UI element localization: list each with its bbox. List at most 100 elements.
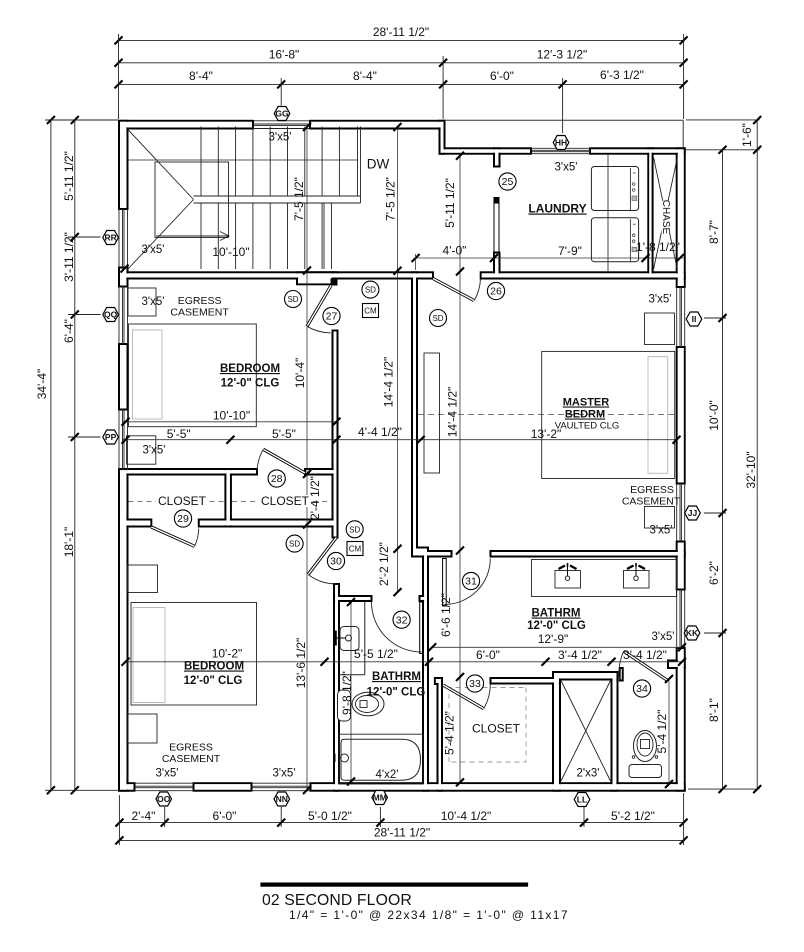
svg-text:32'-10": 32'-10" <box>744 451 758 488</box>
svg-text:BEDROOM: BEDROOM <box>220 363 280 375</box>
svg-text:CLOSET: CLOSET <box>472 722 521 736</box>
svg-text:6'-0": 6'-0" <box>490 69 514 83</box>
svg-text:28'-11 1/2": 28'-11 1/2" <box>374 826 430 840</box>
svg-text:12'-0" CLG: 12'-0" CLG <box>221 378 280 390</box>
svg-text:18'-1": 18'-1" <box>62 527 76 558</box>
svg-text:10'-10": 10'-10" <box>213 409 250 423</box>
svg-text:CASEMENT: CASEMENT <box>162 753 221 765</box>
svg-text:6'-4": 6'-4" <box>62 319 76 343</box>
svg-text:BATHRM: BATHRM <box>532 608 581 620</box>
svg-text:4'x2': 4'x2' <box>376 769 399 781</box>
svg-text:12'-3 1/2": 12'-3 1/2" <box>537 48 588 62</box>
svg-text:3'-4 1/2": 3'-4 1/2" <box>623 648 667 662</box>
svg-text:30: 30 <box>330 556 342 568</box>
svg-text:5'-5 1/2": 5'-5 1/2" <box>354 647 398 661</box>
svg-text:EGRESS: EGRESS <box>169 742 213 754</box>
svg-text:3'x5': 3'x5' <box>156 768 179 780</box>
svg-text:3'x5': 3'x5' <box>142 296 165 308</box>
svg-text:32: 32 <box>396 614 408 626</box>
svg-text:EGRESS: EGRESS <box>178 295 222 307</box>
svg-text:VAULTED CLG: VAULTED CLG <box>555 421 620 432</box>
svg-text:14'-4 1/2": 14'-4 1/2" <box>382 357 396 408</box>
svg-text:12'-0" CLG: 12'-0" CLG <box>184 675 243 687</box>
svg-text:5'-0 1/2": 5'-0 1/2" <box>308 809 352 823</box>
svg-text:2'x3': 2'x3' <box>577 768 600 780</box>
svg-text:SD: SD <box>287 295 298 304</box>
svg-text:27: 27 <box>326 311 338 323</box>
svg-text:10'-4": 10'-4" <box>293 358 307 389</box>
svg-text:2'-4 1/2": 2'-4 1/2" <box>308 476 322 520</box>
svg-text:8'-7": 8'-7" <box>707 220 721 244</box>
svg-text:HH: HH <box>555 138 567 148</box>
svg-text:KK: KK <box>686 628 699 638</box>
svg-text:CLOSET: CLOSET <box>158 494 207 508</box>
svg-text:6'-6 1/2": 6'-6 1/2" <box>439 593 453 637</box>
svg-text:29: 29 <box>177 513 189 525</box>
svg-text:5'-4 1/2": 5'-4 1/2" <box>655 710 669 754</box>
svg-text:10'-0": 10'-0" <box>707 400 721 431</box>
svg-text:8'-4": 8'-4" <box>189 69 213 83</box>
svg-text:34: 34 <box>636 683 648 695</box>
svg-text:3'x5': 3'x5' <box>652 631 675 643</box>
svg-text:1'-6": 1'-6" <box>740 123 754 147</box>
svg-text:SD: SD <box>432 314 443 323</box>
svg-text:QQ: QQ <box>104 310 118 320</box>
svg-text:MASTER: MASTER <box>563 397 610 409</box>
svg-text:5'-4 1/2": 5'-4 1/2" <box>443 711 457 755</box>
svg-text:3'-4 1/2": 3'-4 1/2" <box>558 648 602 662</box>
svg-text:6'-3 1/2": 6'-3 1/2" <box>600 68 644 82</box>
svg-text:OO: OO <box>157 794 171 804</box>
svg-text:JJ: JJ <box>688 508 698 518</box>
svg-text:CM: CM <box>364 307 377 316</box>
svg-text:7'-9": 7'-9" <box>558 244 582 258</box>
svg-text:28'-11 1/2": 28'-11 1/2" <box>373 25 429 39</box>
svg-text:3'x5': 3'x5' <box>269 132 292 144</box>
svg-text:12'-0" CLG: 12'-0" CLG <box>527 620 586 632</box>
svg-text:4'-4 1/2": 4'-4 1/2" <box>358 425 402 439</box>
svg-text:4'-0": 4'-0" <box>443 244 467 258</box>
svg-text:10'-2": 10'-2" <box>212 647 243 661</box>
svg-text:12'-9": 12'-9" <box>538 632 569 646</box>
svg-text:5'-11 1/2": 5'-11 1/2" <box>62 151 76 201</box>
svg-text:16'-8": 16'-8" <box>269 48 300 62</box>
svg-text:CLOSET: CLOSET <box>261 494 310 508</box>
svg-text:5'-5": 5'-5" <box>272 427 296 441</box>
svg-text:SD: SD <box>349 525 360 534</box>
svg-text:BEDROOM: BEDROOM <box>184 661 244 673</box>
svg-text:CASEMENT: CASEMENT <box>622 496 681 508</box>
svg-text:2'-2 1/2": 2'-2 1/2" <box>377 542 391 586</box>
svg-text:34'-4": 34'-4" <box>35 369 49 400</box>
svg-text:13'-2": 13'-2" <box>531 427 562 441</box>
svg-text:RR: RR <box>104 233 116 243</box>
svg-text:10'-10": 10'-10" <box>212 245 249 259</box>
svg-text:02 SECOND FLOOR: 02 SECOND FLOOR <box>262 892 412 909</box>
svg-text:BATHRM: BATHRM <box>372 671 421 683</box>
svg-text:10'-4 1/2": 10'-4 1/2" <box>441 809 492 823</box>
svg-text:3'x5': 3'x5' <box>650 525 673 537</box>
svg-text:25: 25 <box>502 176 514 188</box>
svg-text:6'-2": 6'-2" <box>707 561 721 585</box>
svg-text:3'-11 1/2": 3'-11 1/2" <box>62 232 76 282</box>
svg-text:1'-8 1/2": 1'-8 1/2" <box>636 240 680 254</box>
svg-text:7'-5 1/2": 7'-5 1/2" <box>384 177 398 221</box>
svg-text:PP: PP <box>105 432 117 442</box>
svg-text:SD: SD <box>289 540 300 549</box>
svg-text:2'-4": 2'-4" <box>132 809 156 823</box>
svg-text:II: II <box>692 314 697 324</box>
svg-text:6'-0": 6'-0" <box>213 809 237 823</box>
svg-text:SD: SD <box>365 286 376 295</box>
svg-text:LL: LL <box>577 795 587 805</box>
svg-text:12'-0" CLG: 12'-0" CLG <box>367 687 426 699</box>
svg-text:9'-8 1/2": 9'-8 1/2" <box>340 671 354 715</box>
svg-text:14'-4 1/2": 14'-4 1/2" <box>446 387 460 438</box>
svg-text:3'x5': 3'x5' <box>555 162 578 174</box>
svg-text:6'-0": 6'-0" <box>476 648 500 662</box>
svg-text:5'-5": 5'-5" <box>167 427 191 441</box>
svg-text:CASEMENT: CASEMENT <box>170 307 229 319</box>
svg-text:7'-5 1/2": 7'-5 1/2" <box>292 177 306 221</box>
svg-text:3'x5': 3'x5' <box>143 445 166 457</box>
svg-text:BEDRM: BEDRM <box>565 409 605 421</box>
svg-text:13'-6 1/2": 13'-6 1/2" <box>294 638 308 689</box>
svg-text:3'x5': 3'x5' <box>649 294 672 306</box>
svg-text:MM: MM <box>373 793 387 803</box>
